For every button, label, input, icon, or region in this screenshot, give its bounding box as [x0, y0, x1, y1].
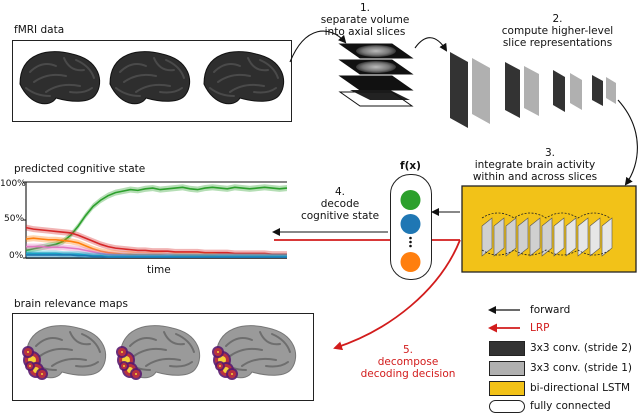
step3-line1: integrate brain activity	[474, 159, 596, 171]
legend-lrp: LRP	[530, 322, 550, 334]
brain-surface-icon	[116, 325, 201, 380]
brain-surface-icon	[22, 325, 107, 380]
lstm-slice	[529, 217, 541, 257]
legend-conv1-swatch	[489, 361, 525, 376]
arrow-to-slices	[289, 30, 347, 63]
legend-conv2: 3x3 conv. (stride 2)	[530, 342, 632, 354]
x-axis-label: time	[147, 264, 171, 276]
series-band	[26, 184, 287, 254]
step4-line2: cognitive state	[300, 210, 380, 222]
step1-line1: separate volume	[320, 14, 410, 26]
brain-surface-icon	[212, 325, 297, 380]
lstm-slices	[481, 217, 613, 257]
brain-surface-icon	[109, 51, 191, 105]
series-line	[26, 254, 287, 259]
legend-conv1: 3x3 conv. (stride 1)	[530, 362, 632, 374]
brain-surface-icon	[19, 51, 101, 105]
legend-fc-swatch	[489, 400, 525, 413]
conv-layers	[450, 52, 616, 128]
ellipsis-icon	[409, 236, 412, 248]
predicted-title: predicted cognitive state	[14, 163, 146, 175]
output-node-green	[400, 190, 421, 210]
step5-line2: decoding decision	[360, 368, 456, 380]
step3-number: 3.	[544, 147, 556, 159]
step4-number: 4.	[334, 186, 346, 198]
lstm-slice	[589, 217, 601, 257]
step2-line2: slice representations	[502, 37, 613, 49]
fx-label: f(x)	[400, 160, 421, 172]
arrow-to-lstm	[617, 99, 638, 186]
ytick-100: 100%	[0, 179, 26, 189]
step4-line1: decode	[320, 198, 360, 210]
lstm-slice	[553, 217, 565, 257]
step2-line1: compute higher-level	[501, 25, 614, 37]
step5-number: 5.	[402, 344, 414, 356]
step2-number: 2.	[552, 13, 563, 25]
step1-number: 1.	[359, 2, 371, 14]
step5-line1: decompose	[377, 356, 439, 368]
output-node-orange	[400, 252, 421, 272]
axial-slice-icon	[338, 43, 414, 107]
lstm-slice	[565, 217, 577, 257]
output-node-blue	[400, 214, 421, 234]
lstm-slice	[493, 217, 505, 257]
lstm-slice	[541, 217, 553, 257]
legend-lstm: bi-directional LSTM	[530, 382, 631, 394]
legend-conv2-swatch	[489, 341, 525, 356]
lstm-slice	[517, 217, 529, 257]
series-line	[25, 226, 287, 255]
legend-fc: fully connected	[530, 400, 611, 412]
legend-forward: forward	[530, 304, 571, 316]
series-band	[26, 243, 287, 258]
brain-surface-icon	[203, 51, 285, 105]
ytick-0: 0%	[9, 251, 24, 261]
lstm-slice	[505, 217, 517, 257]
lrp-arrow-relevance	[333, 239, 461, 351]
lstm-slice	[481, 217, 493, 257]
series-line	[25, 186, 288, 252]
lstm-slice	[577, 217, 589, 257]
relevance-title: brain relevance maps	[14, 298, 128, 310]
lstm-slice	[601, 217, 613, 257]
fmri-title: fMRI data	[14, 24, 65, 36]
step3-line2: within and across slices	[472, 171, 598, 183]
legend-lstm-swatch	[489, 381, 525, 396]
arrow-to-conv	[414, 37, 448, 52]
ytick-50: 50%	[4, 214, 25, 224]
